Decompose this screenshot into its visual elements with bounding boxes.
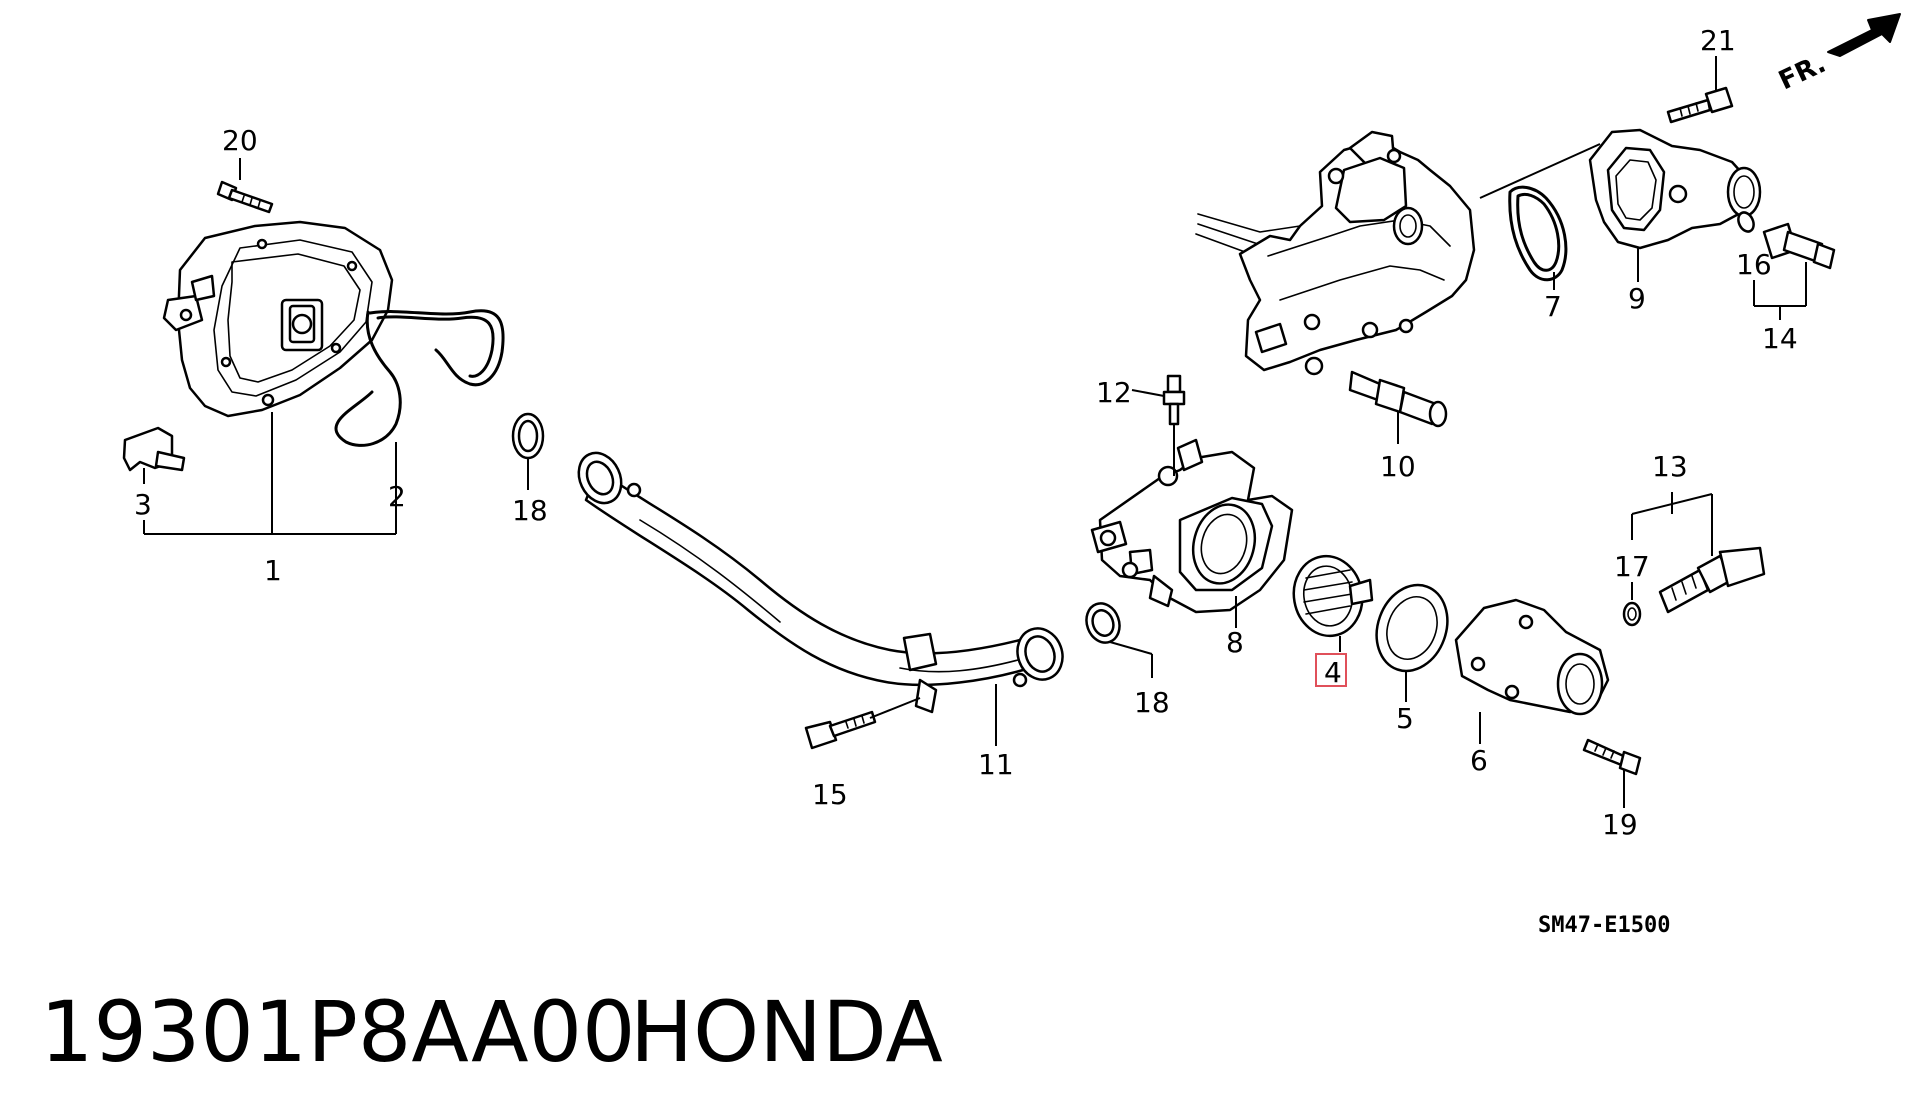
callout-10: 10 <box>1380 450 1416 483</box>
callout-5: 5 <box>1396 702 1414 735</box>
part-number: 19301P8AA00 <box>40 983 636 1081</box>
callout-1: 1 <box>264 554 282 587</box>
highlight-box-callout-4 <box>1315 653 1347 687</box>
callout-11: 11 <box>978 748 1014 781</box>
bolt-19-drawing <box>1582 738 1642 776</box>
callout-2: 2 <box>388 480 406 513</box>
callout-21: 21 <box>1700 24 1736 57</box>
callout-18a: 18 <box>512 494 548 527</box>
callout-7: 7 <box>1544 290 1562 323</box>
callout-3: 3 <box>134 488 152 521</box>
callout-16: 16 <box>1736 248 1772 281</box>
o-ring-18a-drawing <box>511 412 545 460</box>
callout-18b: 18 <box>1134 686 1170 719</box>
callout-19: 19 <box>1602 808 1638 841</box>
sensor-14-drawing <box>1762 222 1836 270</box>
front-marker-label: FR. <box>1774 49 1830 97</box>
callout-8: 8 <box>1226 626 1244 659</box>
sensor-13-drawing <box>1658 546 1766 614</box>
callout-13: 13 <box>1652 450 1688 483</box>
bolt-21-drawing <box>1666 86 1734 124</box>
water-pump-drawing <box>162 220 394 418</box>
bolt-20-drawing <box>216 180 274 214</box>
connecting-pipe-drawing <box>577 451 1064 714</box>
fitting-10-drawing <box>1348 370 1448 428</box>
gasket-5-drawing <box>1375 583 1449 673</box>
washer-16-drawing <box>1737 211 1755 233</box>
callout-15: 15 <box>812 778 848 811</box>
front-arrow <box>1827 13 1901 57</box>
gasket-2-drawing <box>334 309 505 447</box>
thermostat-cover-drawing <box>1454 598 1610 716</box>
callout-17: 17 <box>1614 550 1650 583</box>
thermostat-housing-drawing <box>1090 438 1294 614</box>
bleed-screw-12-drawing <box>1162 374 1186 426</box>
callout-6: 6 <box>1470 744 1488 777</box>
callout-14: 14 <box>1762 322 1798 355</box>
o-ring-18b-drawing <box>1085 602 1121 644</box>
callout-12: 12 <box>1096 376 1132 409</box>
diagram-code: SM47-E1500 <box>1538 913 1670 938</box>
cylinder-head-drawing <box>1195 130 1476 376</box>
washer-17-drawing <box>1622 601 1642 627</box>
callout-4: 4 <box>1324 656 1342 689</box>
callout-9: 9 <box>1628 282 1646 315</box>
gasket-7-drawing <box>1508 185 1568 282</box>
thermostat-drawing <box>1292 554 1374 638</box>
leader-lines <box>143 56 1807 808</box>
brand-name: HONDA <box>630 983 943 1081</box>
bolt-15-drawing <box>804 710 877 750</box>
clip-3-drawing <box>122 426 186 472</box>
water-outlet-9-drawing <box>1588 128 1762 250</box>
callout-20: 20 <box>222 124 258 157</box>
